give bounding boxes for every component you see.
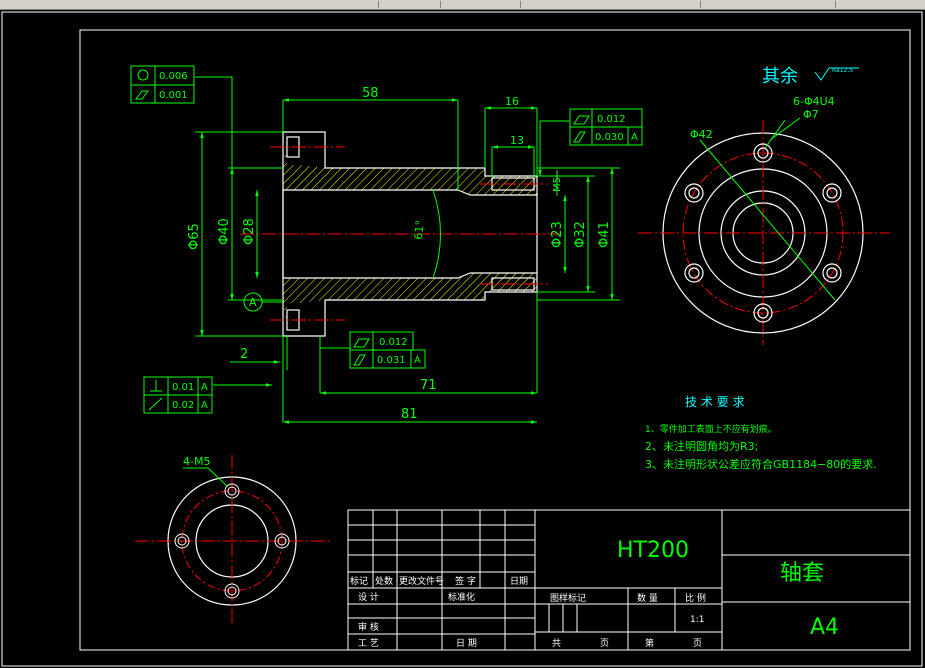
svg-text:日期: 日期 [510, 576, 528, 587]
svg-text:0.012: 0.012 [597, 114, 626, 125]
sheet-size: A4 [810, 615, 839, 640]
hatch-top [283, 143, 537, 195]
tolerance-frame-right: 0.012 0.030 A [569, 108, 643, 146]
dim-phi40: Φ40 [217, 218, 232, 245]
tech-req-title: 技 术 要 求 [685, 395, 744, 409]
tolerance-frame-left: 0.01 A 0.02 A [143, 376, 213, 414]
dim-phi65: Φ65 [187, 223, 202, 250]
svg-text:页: 页 [693, 638, 702, 649]
section-view: 61° [240, 131, 560, 337]
dim-58: 58 [362, 86, 379, 101]
title-block-text: HT200 轴套 A4 标记 处数 更改文件号 签 字 日期 设 计 标准化 审… [350, 538, 839, 649]
svg-text:处数: 处数 [375, 575, 393, 587]
dim-phi23: Φ23 [550, 221, 565, 248]
svg-text:页: 页 [600, 638, 609, 649]
phi42-label: Φ42 [690, 128, 713, 141]
svg-text:0.012: 0.012 [379, 337, 408, 348]
tolerance-frame-mid: 0.012 0.031 A [349, 331, 426, 369]
svg-text:A: A [249, 296, 257, 309]
toolbar-divider [700, 1, 701, 8]
dimension-lines [195, 76, 620, 424]
svg-text:标准化: 标准化 [448, 591, 475, 603]
tech-req-item-1: 1、零件加工表面上不应有划痕。 [645, 423, 777, 435]
angle-label: 61° [412, 220, 427, 241]
tech-req-item-2: 2、未注明圆角均为R3; [645, 439, 758, 453]
svg-text:0.006: 0.006 [159, 71, 188, 82]
svg-text:1:1: 1:1 [690, 615, 704, 625]
dim-2: 2 [240, 347, 248, 362]
svg-text:比 例: 比 例 [685, 592, 706, 604]
svg-text:A: A [414, 355, 421, 366]
holes-label: 6-Φ4U4 [793, 95, 835, 108]
svg-text:日 期: 日 期 [456, 638, 477, 649]
surface-roughness-note: 其余 Ra12.5 [762, 66, 859, 87]
dim-phi28: Φ28 [242, 218, 257, 245]
svg-text:A: A [201, 400, 208, 411]
title-block-lines [347, 509, 911, 651]
dim-m5: M5 [552, 177, 563, 192]
svg-text:标记: 标记 [350, 575, 368, 587]
toolbar-divider [378, 1, 379, 8]
dim-81: 81 [401, 407, 418, 422]
material-label: HT200 [617, 538, 689, 563]
svg-text:设 计: 设 计 [358, 591, 379, 603]
toolbar-divider [520, 1, 521, 8]
dimension-texts: 58 16 13 71 81 2 M5 Φ65 Φ40 Φ28 Φ23 Φ32 … [187, 86, 612, 422]
threads-label: 4-M5 [183, 455, 210, 468]
svg-text:其余: 其余 [762, 66, 798, 87]
svg-text:0.02: 0.02 [172, 400, 194, 411]
dim-phi32: Φ32 [573, 221, 588, 248]
svg-text:Ra12.5: Ra12.5 [832, 67, 853, 74]
svg-text:A: A [631, 132, 638, 143]
svg-text:0.031: 0.031 [377, 355, 406, 366]
datum-marker: A [243, 292, 283, 312]
svg-text:共: 共 [552, 638, 561, 649]
hatch-bottom [283, 273, 537, 325]
svg-text:审 核: 审 核 [358, 621, 379, 633]
end-view-right-labels: 6-Φ4U4 Φ7 Φ42 [690, 95, 835, 141]
svg-text:图样标记: 图样标记 [550, 592, 586, 604]
toolbar-strip [0, 0, 925, 10]
dim-phi41: Φ41 [597, 221, 612, 248]
svg-text:0.001: 0.001 [159, 90, 188, 101]
cad-drawing-canvas[interactable]: 61° [0, 10, 925, 668]
phi7-label: Φ7 [803, 108, 819, 121]
svg-text:工 艺: 工 艺 [358, 638, 379, 649]
dim-13: 13 [510, 134, 524, 147]
toolbar-divider [835, 1, 836, 8]
svg-text:0.030: 0.030 [595, 132, 624, 143]
svg-text:A: A [201, 382, 208, 393]
tech-requirements: 技 术 要 求 1、零件加工表面上不应有划痕。 2、未注明圆角均为R3; 3、未… [645, 395, 877, 471]
dim-71: 71 [420, 378, 437, 393]
toolbar-divider [440, 1, 441, 8]
dim-16: 16 [505, 95, 519, 108]
end-view-right [638, 117, 890, 345]
svg-text:0.01: 0.01 [172, 382, 194, 393]
svg-text:数 量: 数 量 [637, 592, 658, 604]
end-view-left [135, 455, 330, 625]
svg-text:签 字: 签 字 [455, 575, 476, 587]
svg-text:更改文件号: 更改文件号 [399, 575, 444, 587]
tech-req-item-3: 3、未注明形状公差应符合GB1184−80的要求. [645, 457, 877, 471]
part-name: 轴套 [780, 561, 824, 586]
tolerance-frame-top-left: 0.006 0.001 [130, 65, 195, 104]
svg-text:第: 第 [645, 637, 654, 649]
